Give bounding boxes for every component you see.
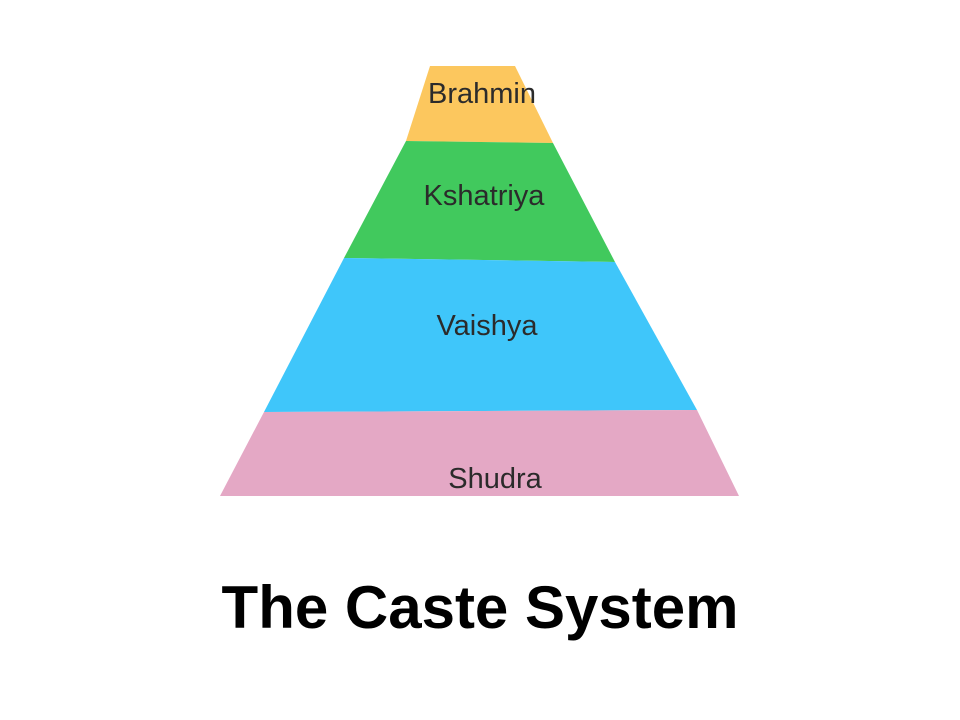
layer-shudra-shape: [220, 410, 739, 496]
layer-brahmin-label: Brahmin: [428, 78, 536, 110]
layer-vaishya-shape: [264, 258, 697, 412]
layer-brahmin-shape: [406, 66, 553, 143]
layer-kshatriya-shape: [344, 141, 615, 262]
slide-title: The Caste System: [221, 574, 739, 641]
layer-shudra-label: Shudra: [448, 463, 542, 495]
layer-shudra: Shudra: [220, 410, 739, 496]
layer-vaishya: Vaishya: [264, 258, 697, 412]
layer-kshatriya-label: Kshatriya: [424, 180, 546, 212]
layer-kshatriya: Kshatriya: [344, 141, 615, 262]
layer-brahmin: Brahmin: [406, 66, 553, 143]
layer-vaishya-label: Vaishya: [436, 310, 538, 342]
